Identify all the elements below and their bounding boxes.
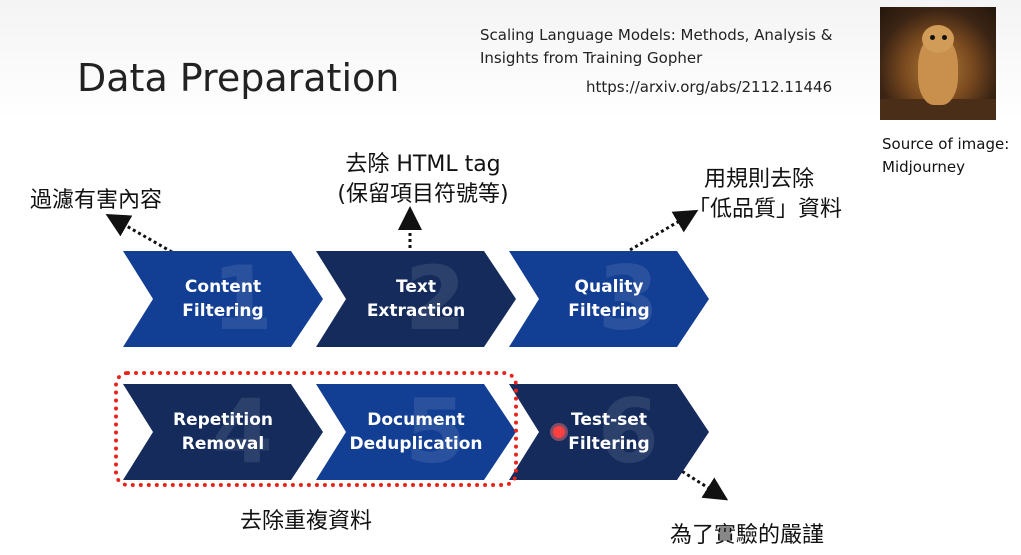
arrow-content-filter	[116, 220, 172, 252]
arrow-quality	[630, 216, 688, 250]
dedup-highlight-box	[114, 371, 518, 487]
laser-pointer-dot	[553, 426, 565, 438]
